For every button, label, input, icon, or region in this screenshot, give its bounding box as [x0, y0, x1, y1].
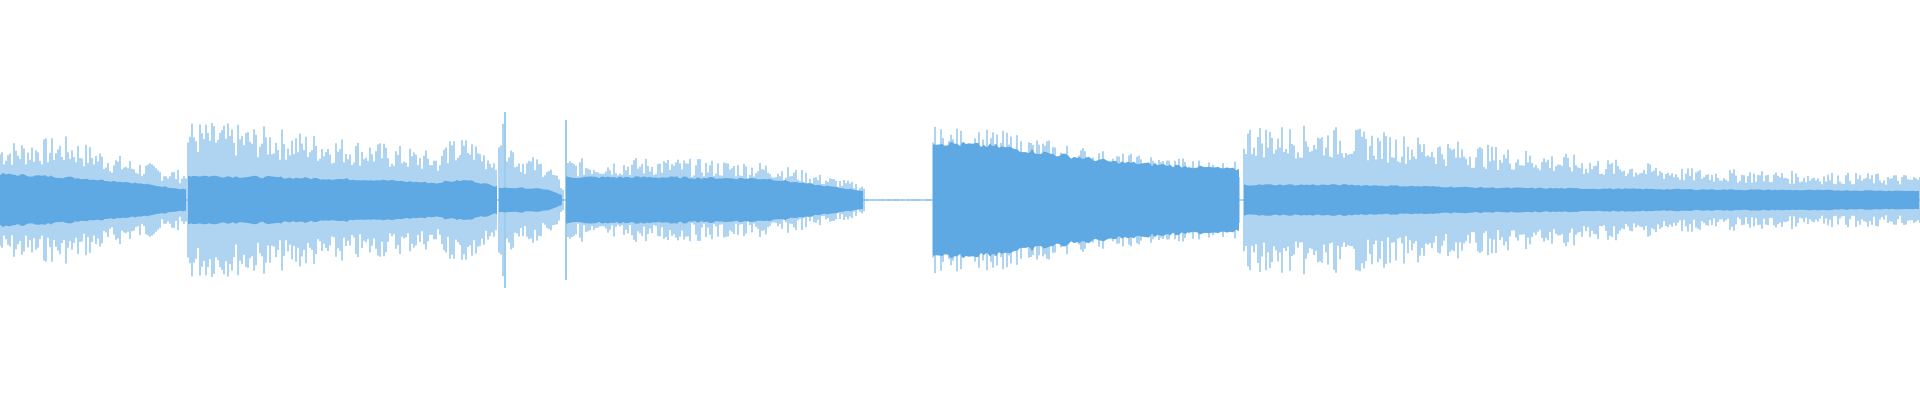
segment-2-body [188, 175, 497, 225]
waveform-trace [0, 112, 1920, 288]
segment-6-body [933, 141, 1239, 259]
segment-3-body [442, 180, 496, 220]
silence-body [864, 199, 930, 201]
segment-4-body [499, 187, 562, 213]
segment-1-body [0, 173, 186, 227]
segment-7-body [1244, 184, 1919, 216]
segment-5-body [566, 176, 863, 224]
